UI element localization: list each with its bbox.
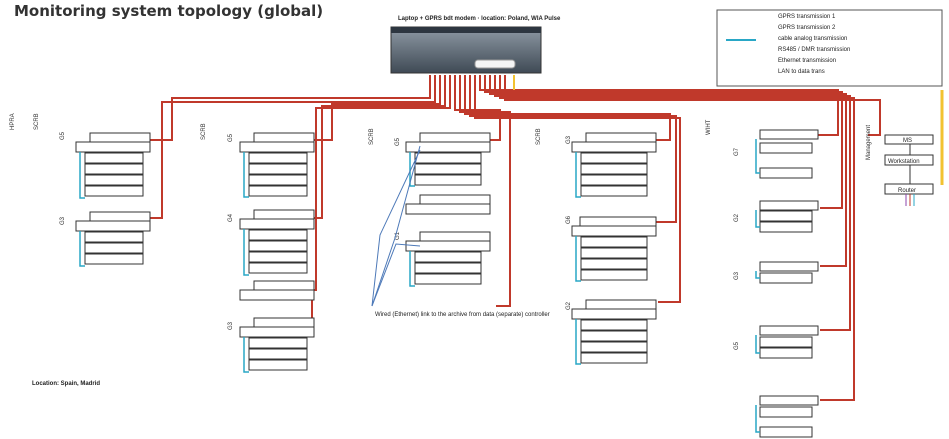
group-tag: G2 bbox=[734, 213, 740, 222]
server-laptop: Laptop + GPRS bdt modem · location: Pola… bbox=[391, 16, 561, 73]
group-tag: G7 bbox=[734, 147, 740, 156]
group-tag: G5 bbox=[60, 131, 66, 140]
group-tag: G3 bbox=[566, 135, 572, 144]
group-tag: G5 bbox=[228, 133, 234, 142]
group-tag: G3 bbox=[734, 271, 740, 280]
management-box: Router bbox=[898, 188, 916, 194]
legend-item: GPRS transmission 1 bbox=[778, 14, 836, 20]
group-tag: G2 bbox=[566, 301, 572, 310]
group-tag: G5 bbox=[395, 137, 401, 146]
legend-item: cable analog transmission bbox=[778, 36, 847, 42]
legend-item: RS485 / DMR transmission bbox=[778, 47, 850, 53]
management-box: MS bbox=[903, 138, 912, 144]
legend-item: LAN to data trans bbox=[778, 69, 825, 75]
zone-label: HPRA bbox=[10, 113, 16, 130]
server-label: Laptop + GPRS bdt modem · location: Pola… bbox=[398, 16, 561, 22]
legend: GPRS transmission 1 GPRS transmission 2 … bbox=[717, 10, 942, 86]
legend-item: GPRS transmission 2 bbox=[778, 25, 836, 31]
management-box: Workstation bbox=[888, 159, 920, 165]
zone-label: SCRB bbox=[201, 123, 207, 140]
device-stacks bbox=[76, 130, 818, 437]
legend-item: Ethernet transmission bbox=[778, 58, 836, 64]
management-block: MS Workstation Router bbox=[885, 135, 933, 206]
group-tag: G3 bbox=[228, 321, 234, 330]
footer-location: Location: Spain, Madrid bbox=[32, 381, 100, 387]
group-tag: G6 bbox=[566, 215, 572, 224]
annotation: Wired (Ethernet) link to the archive fro… bbox=[375, 312, 550, 318]
group-tag: G3 bbox=[60, 216, 66, 225]
zone-label: SCRB bbox=[34, 113, 40, 130]
zone-label: Management bbox=[866, 125, 872, 160]
blue-links bbox=[372, 146, 420, 306]
group-tag: G5 bbox=[734, 341, 740, 350]
zone-label: SCRB bbox=[536, 128, 542, 145]
zone-label: SCRB bbox=[369, 128, 375, 145]
group-tag: G4 bbox=[228, 213, 234, 222]
zone-label: WIHT bbox=[706, 119, 712, 135]
